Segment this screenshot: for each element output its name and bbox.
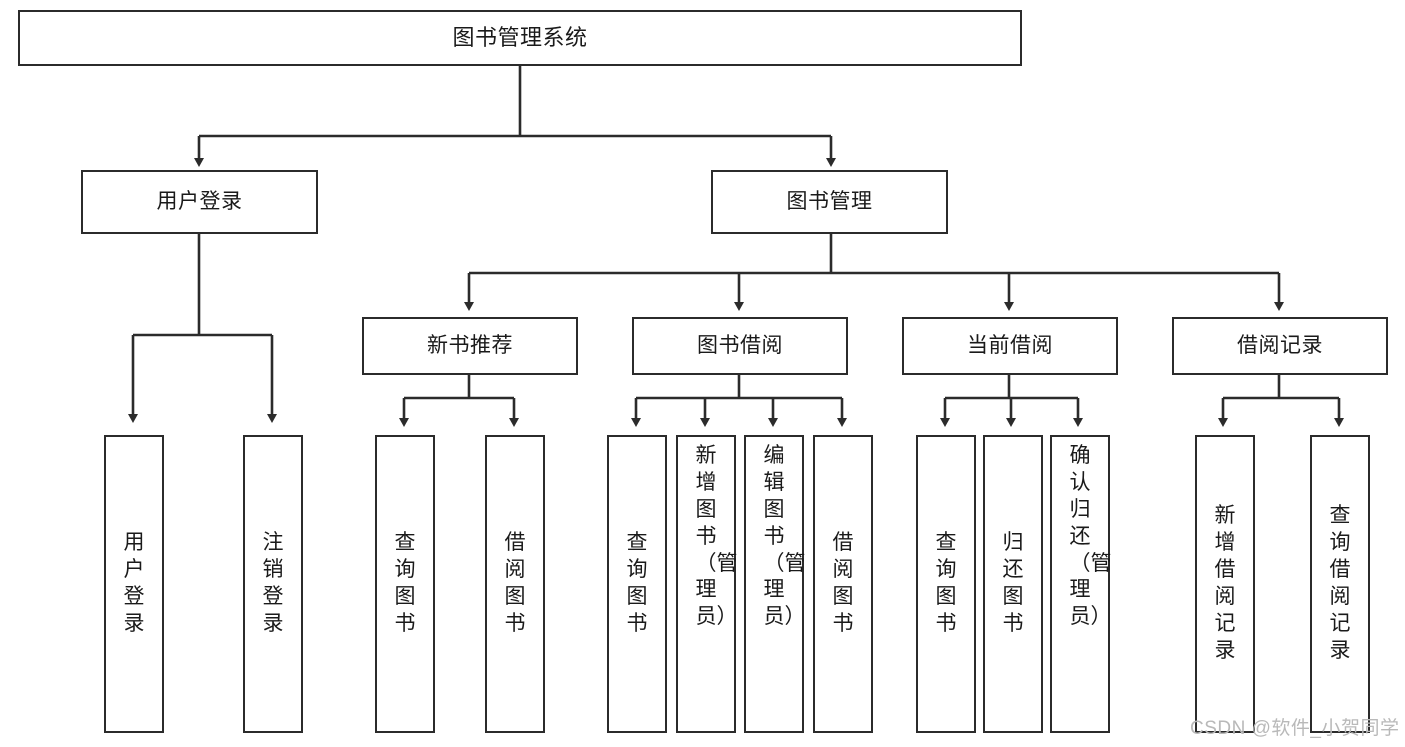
- node-label: 图书管理系统: [452, 25, 588, 51]
- leaf-node-query-book-current[interactable]: 查询图书: [916, 435, 976, 733]
- node-label: 借阅图书: [832, 531, 854, 635]
- node-new-book-recommend[interactable]: 新书推荐: [362, 317, 578, 375]
- node-label: 借阅记录: [1237, 333, 1323, 357]
- node-label: 借阅图书: [504, 531, 526, 635]
- node-label: 查询图书: [394, 531, 416, 635]
- node-label: 图书借阅: [697, 333, 783, 357]
- node-label: 图书管理: [786, 189, 873, 213]
- node-label: 确认归还（管理员）: [1069, 444, 1112, 629]
- leaf-node-borrow-book[interactable]: 借阅图书: [813, 435, 873, 733]
- leaf-node-query-book-recommend[interactable]: 查询图书: [375, 435, 435, 733]
- node-book-borrow[interactable]: 图书借阅: [632, 317, 848, 375]
- leaf-node-query-book-borrow[interactable]: 查询图书: [607, 435, 667, 733]
- node-label: 注销登录: [262, 531, 284, 635]
- leaf-node-user-login[interactable]: 用户登录: [104, 435, 164, 733]
- node-label: 新书推荐: [427, 333, 513, 357]
- leaf-node-query-borrow-record[interactable]: 查询借阅记录: [1310, 435, 1370, 733]
- node-user-login[interactable]: 用户登录: [81, 170, 318, 234]
- node-label: 查询图书: [935, 531, 957, 635]
- csdn-watermark: CSDN @软件_小贺同学: [1190, 713, 1399, 740]
- leaf-node-confirm-return-admin[interactable]: 确认归还（管理员）: [1050, 435, 1112, 733]
- node-label: 用户登录: [123, 531, 145, 635]
- leaf-node-add-borrow-record[interactable]: 新增借阅记录: [1195, 435, 1255, 733]
- edge-borrowrecord-to-leaves: [1218, 374, 1344, 427]
- watermark-text: CSDN @软件_小贺同学: [1190, 718, 1400, 739]
- node-label: 归还图书: [1002, 531, 1024, 635]
- node-label: 编辑图书（管理员）: [763, 444, 806, 629]
- leaf-node-return-book[interactable]: 归还图书: [983, 435, 1043, 733]
- leaf-node-edit-book-admin[interactable]: 编辑图书（管理员）: [744, 435, 806, 733]
- leaf-node-borrow-book-recommend[interactable]: 借阅图书: [485, 435, 545, 733]
- edge-bookmanage-to-level2: [464, 233, 1284, 311]
- node-label: 用户登录: [156, 189, 243, 213]
- node-label: 新增借阅记录: [1214, 504, 1236, 662]
- node-label: 查询借阅记录: [1329, 504, 1351, 662]
- node-book-management[interactable]: 图书管理: [711, 170, 948, 234]
- edge-newbook-to-leaves: [399, 374, 519, 427]
- node-root-book-management-system[interactable]: 图书管理系统: [18, 10, 1022, 66]
- leaf-node-add-book-admin[interactable]: 新增图书（管理员）: [676, 435, 738, 733]
- edge-currentborrow-to-leaves: [940, 374, 1083, 427]
- node-current-borrow[interactable]: 当前借阅: [902, 317, 1118, 375]
- edge-root-to-level1: [194, 65, 836, 167]
- node-borrow-record[interactable]: 借阅记录: [1172, 317, 1388, 375]
- node-label: 当前借阅: [967, 333, 1053, 357]
- edge-bookborrow-to-leaves: [631, 374, 847, 427]
- leaf-node-user-logout[interactable]: 注销登录: [243, 435, 303, 733]
- node-label: 查询图书: [626, 531, 648, 635]
- edge-userlogin-to-leaves: [128, 233, 277, 423]
- node-label: 新增图书（管理员）: [695, 444, 738, 629]
